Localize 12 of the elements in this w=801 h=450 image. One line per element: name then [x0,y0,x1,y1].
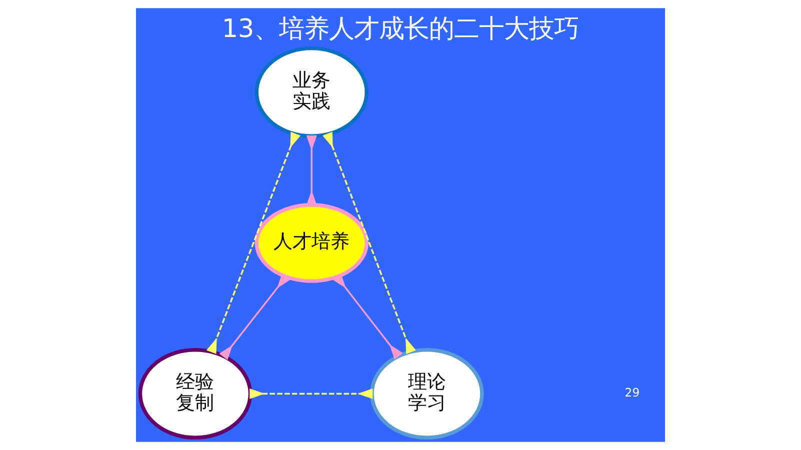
node-ellipse: 理论学习 [370,348,484,440]
connector [322,132,416,354]
node-ellipse: 人才培养 [254,203,368,283]
connector [306,135,317,206]
label: 29 [624,386,640,400]
node-ellipse: 经验复制 [138,348,252,440]
diagram-title: 13、培养人才成长的二十大技巧 [222,12,580,43]
node-ellipse: 业务实践 [254,46,368,138]
connector [250,388,373,400]
connector [332,273,403,360]
connector [219,273,290,360]
connector [206,132,301,354]
